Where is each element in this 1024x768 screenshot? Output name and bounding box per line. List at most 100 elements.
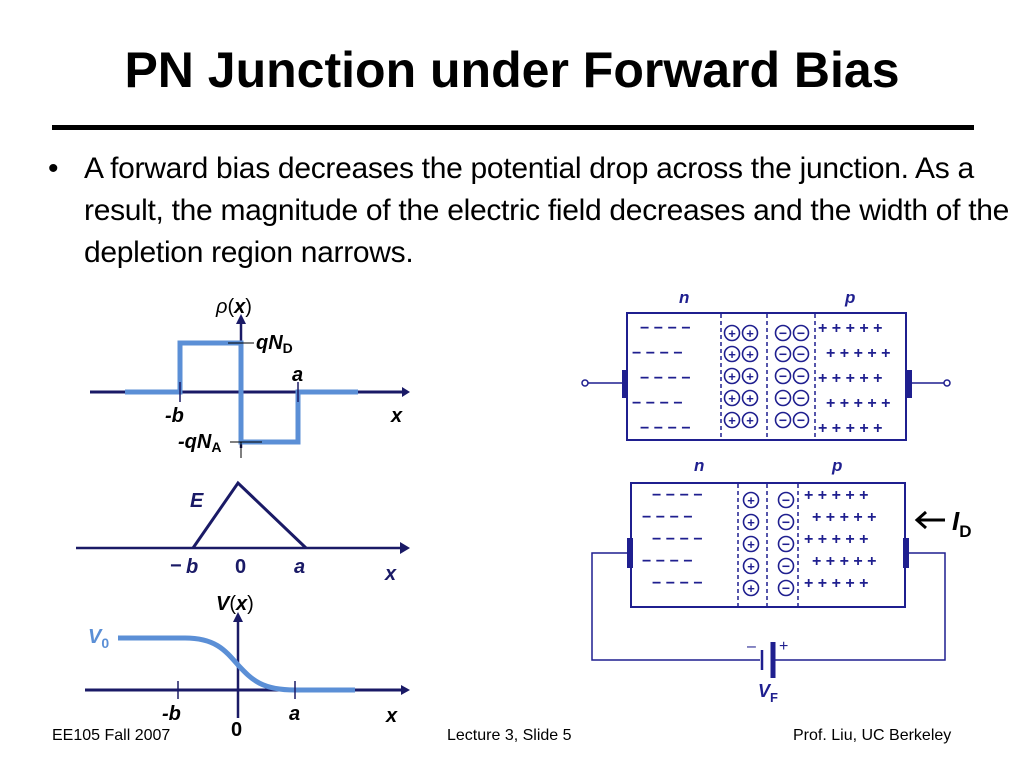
field-x-label: x (384, 563, 397, 585)
bottom-p-label: p (831, 456, 842, 475)
bottom-n-row: − − − − (652, 575, 703, 592)
charge-density-trace (125, 340, 358, 445)
ion-minus: − (777, 535, 795, 553)
svg-text:−: − (797, 325, 805, 341)
svg-text:+: + (746, 347, 754, 362)
svg-text:+: + (746, 369, 754, 384)
pot-a-label: a (289, 703, 300, 725)
neg-b-label: -b (165, 405, 184, 427)
field-b-label: b (186, 556, 198, 578)
top-right-terminal (943, 379, 951, 387)
top-left-terminal (581, 379, 589, 387)
ion-minus: − (792, 389, 810, 407)
svg-text:−: − (779, 325, 787, 341)
svg-text:−: − (779, 390, 787, 406)
ion-plus: + (741, 389, 759, 407)
bottom-p-row: + + + + + (804, 575, 869, 592)
bullet-dot: • (48, 152, 59, 185)
potential-y-arrow (233, 612, 243, 622)
top-n-row: − − − − (632, 395, 683, 412)
top-p-row: + + + + + (818, 320, 883, 337)
ion-minus: − (777, 579, 795, 597)
ion-minus: − (792, 367, 810, 385)
bottom-p-row: + + + + + (804, 531, 869, 548)
svg-text:−: − (779, 412, 787, 428)
ion-plus: + (742, 491, 760, 509)
VF-label: VF (758, 681, 778, 705)
field-zero: 0 (235, 556, 246, 578)
svg-text:−: − (782, 580, 790, 596)
potential-plot: V(x) V0 -b 0 a x (85, 593, 410, 741)
top-right-contact (906, 370, 912, 398)
field-triangle (191, 480, 308, 550)
potential-x-arrow (401, 685, 410, 695)
battery-plus: + (779, 638, 788, 655)
ion-minus: − (777, 491, 795, 509)
bottom-n-label: n (694, 456, 704, 475)
top-positive-ions: + + + + + + + + + + (723, 324, 759, 429)
bullet-text: A forward bias decreases the potential d… (84, 152, 1010, 269)
ion-plus: + (741, 411, 759, 429)
ion-plus: + (742, 535, 760, 553)
circuit-wire-right (775, 552, 946, 661)
top-p-row: + + + + + (826, 395, 891, 412)
V0-label: V0 (88, 626, 109, 651)
svg-text:+: + (728, 326, 736, 341)
V-label: V(x) (216, 593, 254, 615)
svg-text:−: − (782, 492, 790, 508)
svg-text:+: + (728, 413, 736, 428)
qnd-label: qND (256, 332, 293, 356)
pn-diagram-bottom: n p – + VF ID − − − − − − − − − − − − − … (591, 456, 972, 705)
pot-x-label: x (385, 705, 398, 727)
top-p-carriers: + + + + + + + + + + + + + + + + + + + + … (818, 320, 891, 437)
ion-plus: + (741, 345, 759, 363)
rho-label: ρ(x) (215, 296, 252, 318)
top-n-row: − − − − (640, 370, 691, 387)
ion-plus: + (741, 367, 759, 385)
top-p-row: + + + + + (826, 345, 891, 362)
ion-minus: − (774, 411, 792, 429)
top-p-label: p (844, 288, 855, 307)
ion-minus: − (774, 324, 792, 342)
svg-text:+: + (728, 369, 736, 384)
bottom-p-row: + + + + + (812, 509, 877, 526)
field-minus: − (170, 555, 182, 577)
battery-minus: – (747, 638, 756, 655)
bottom-negative-ions: − − − − − (777, 491, 795, 597)
svg-text:+: + (747, 537, 755, 552)
svg-text:+: + (728, 347, 736, 362)
svg-text:−: − (782, 536, 790, 552)
svg-text:+: + (747, 559, 755, 574)
ID-label: ID (952, 506, 972, 541)
ion-minus: − (792, 411, 810, 429)
top-p-row: + + + + + (818, 370, 883, 387)
field-a-label: a (294, 556, 305, 578)
title-underline (52, 125, 974, 130)
ion-minus: − (777, 513, 795, 531)
a-label: a (292, 364, 303, 386)
field-x-arrow (400, 542, 410, 554)
ion-minus: − (774, 389, 792, 407)
ion-plus: + (742, 513, 760, 531)
svg-text:−: − (797, 412, 805, 428)
ion-plus: + (723, 411, 741, 429)
svg-text:+: + (728, 391, 736, 406)
bottom-p-row: + + + + + (812, 553, 877, 570)
electric-field-plot: E − b 0 a x (76, 480, 410, 585)
bottom-right-contact (903, 538, 909, 568)
bottom-p-row: + + + + + (804, 487, 869, 504)
top-n-label: n (679, 288, 689, 307)
svg-text:−: − (779, 368, 787, 384)
pot-neg-b-label: -b (162, 703, 181, 725)
ion-plus: + (723, 324, 741, 342)
slide-title: PN Junction under Forward Bias (124, 42, 900, 98)
top-n-row: − − − − (640, 320, 691, 337)
svg-text:+: + (747, 581, 755, 596)
top-n-row: − − − − (640, 420, 691, 437)
svg-text:+: + (747, 515, 755, 530)
current-arrow-head (914, 510, 927, 530)
bottom-left-contact (627, 538, 633, 568)
svg-text:+: + (746, 413, 754, 428)
ion-minus: − (792, 345, 810, 363)
